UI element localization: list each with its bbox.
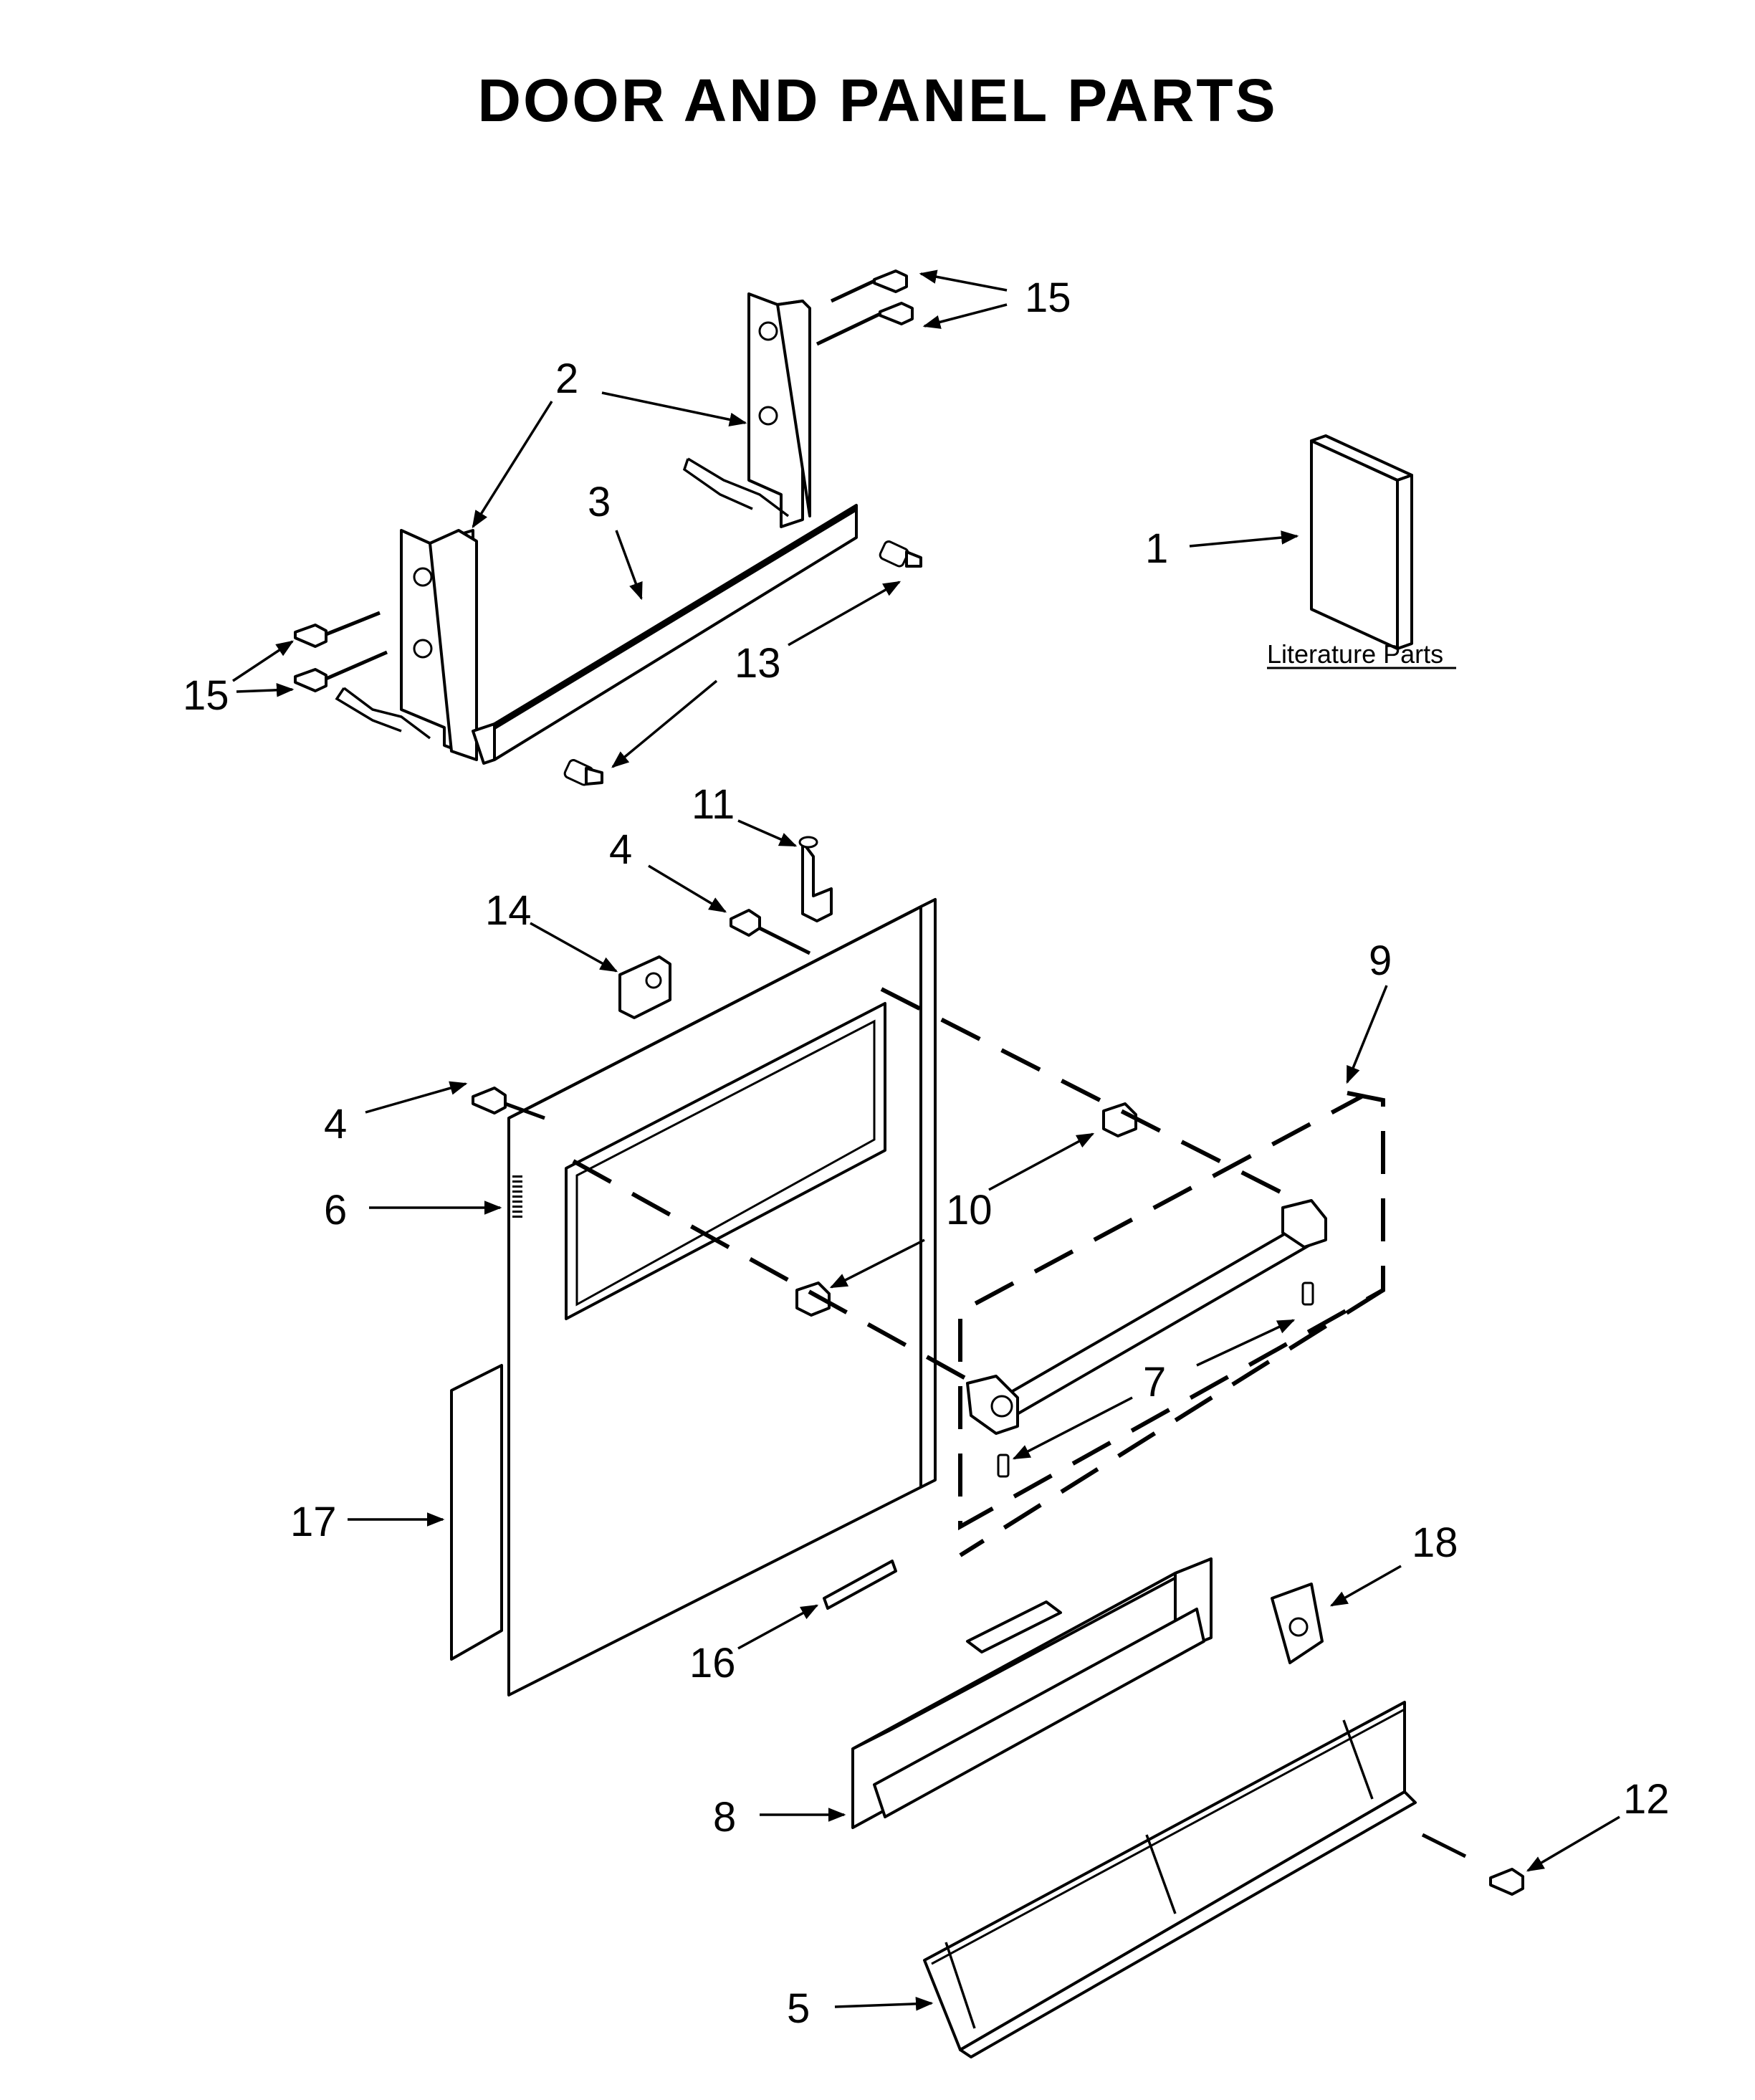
callout-15-left: 15	[183, 672, 229, 719]
callout-4-left: 4	[324, 1101, 347, 1147]
bracket-screw-top-2	[816, 302, 914, 346]
door-latch	[618, 955, 671, 1019]
leader-9	[1346, 985, 1388, 1084]
nameplate-badge	[823, 1560, 897, 1610]
side-trim-strip	[450, 1364, 503, 1661]
callout-10: 10	[946, 1187, 993, 1233]
leader-13a	[788, 581, 902, 646]
leader-5	[834, 1997, 934, 2011]
callout-11: 11	[692, 781, 735, 828]
leader-10a	[988, 1132, 1095, 1191]
callout-18: 18	[1412, 1519, 1458, 1566]
leader-15a	[919, 269, 1008, 292]
handle-set-screw-left	[997, 1454, 1010, 1478]
handle-set-screw-right	[1301, 1282, 1314, 1306]
right-mounting-bracket	[682, 292, 811, 528]
bracket-screw-left-1	[294, 611, 381, 648]
mounting-rail	[472, 504, 858, 765]
leader-16	[737, 1604, 819, 1650]
callout-17: 17	[290, 1499, 337, 1545]
callout-9: 9	[1369, 937, 1392, 984]
outer-door-panel	[507, 898, 937, 1696]
callout-8: 8	[713, 1794, 736, 1841]
handle-alignment-line-upper	[880, 987, 1306, 1206]
rail-screw-left	[563, 759, 603, 786]
leader-15c	[232, 640, 295, 682]
leader-1	[1189, 530, 1299, 548]
left-mounting-bracket	[335, 529, 478, 761]
handle-alignment-line-lower	[572, 1159, 976, 1385]
handle-mount-left	[795, 1282, 831, 1317]
literature-parts-book	[1310, 434, 1413, 650]
door-screw-top	[730, 909, 811, 955]
leader-11	[737, 819, 798, 847]
callout-6: 6	[324, 1187, 347, 1233]
leader-10b	[829, 1238, 925, 1289]
callout-5: 5	[787, 1985, 810, 2032]
lower-access-panel	[923, 1701, 1417, 2058]
literature-parts-label: Literature Parts	[1267, 639, 1443, 669]
leader-7b	[1012, 1396, 1133, 1460]
leader-3	[615, 530, 643, 601]
callout-1: 1	[1145, 525, 1168, 572]
callout-15-top: 15	[1025, 275, 1071, 321]
door-screw-left	[472, 1087, 545, 1120]
callout-14: 14	[485, 887, 532, 934]
callout-12: 12	[1623, 1776, 1670, 1823]
leader-15d	[236, 683, 295, 697]
handle-kit-boundary	[958, 1091, 1385, 1531]
bracket-screw-top-1	[830, 269, 908, 303]
rail-screw-right	[879, 540, 922, 568]
door-hinge	[798, 836, 833, 922]
callout-16: 16	[689, 1640, 736, 1686]
toe-kick-clip	[1271, 1583, 1324, 1664]
toe-kick-panel	[851, 1557, 1213, 1829]
leader-15b	[922, 303, 1008, 329]
leader-2a	[472, 401, 553, 529]
door-handle	[966, 1199, 1327, 1435]
leader-7a	[1196, 1319, 1296, 1367]
callout-3: 3	[588, 479, 611, 525]
lower-panel-screw	[1421, 1833, 1524, 1896]
callout-2: 2	[555, 355, 578, 402]
callout-13: 13	[735, 640, 781, 687]
callout-7: 7	[1143, 1359, 1166, 1405]
bracket-screw-left-2	[294, 650, 388, 692]
leader-12	[1526, 1815, 1620, 1872]
leader-2b	[601, 391, 747, 427]
page-title: DOOR AND PANEL PARTS	[477, 67, 1278, 134]
leader-4b	[365, 1081, 468, 1114]
leader-13b	[611, 679, 718, 768]
leader-18	[1329, 1565, 1402, 1607]
handle-mount-right	[1102, 1102, 1137, 1137]
leader-14	[530, 922, 618, 973]
leader-4a	[648, 864, 727, 913]
callout-4-top: 4	[609, 826, 632, 873]
